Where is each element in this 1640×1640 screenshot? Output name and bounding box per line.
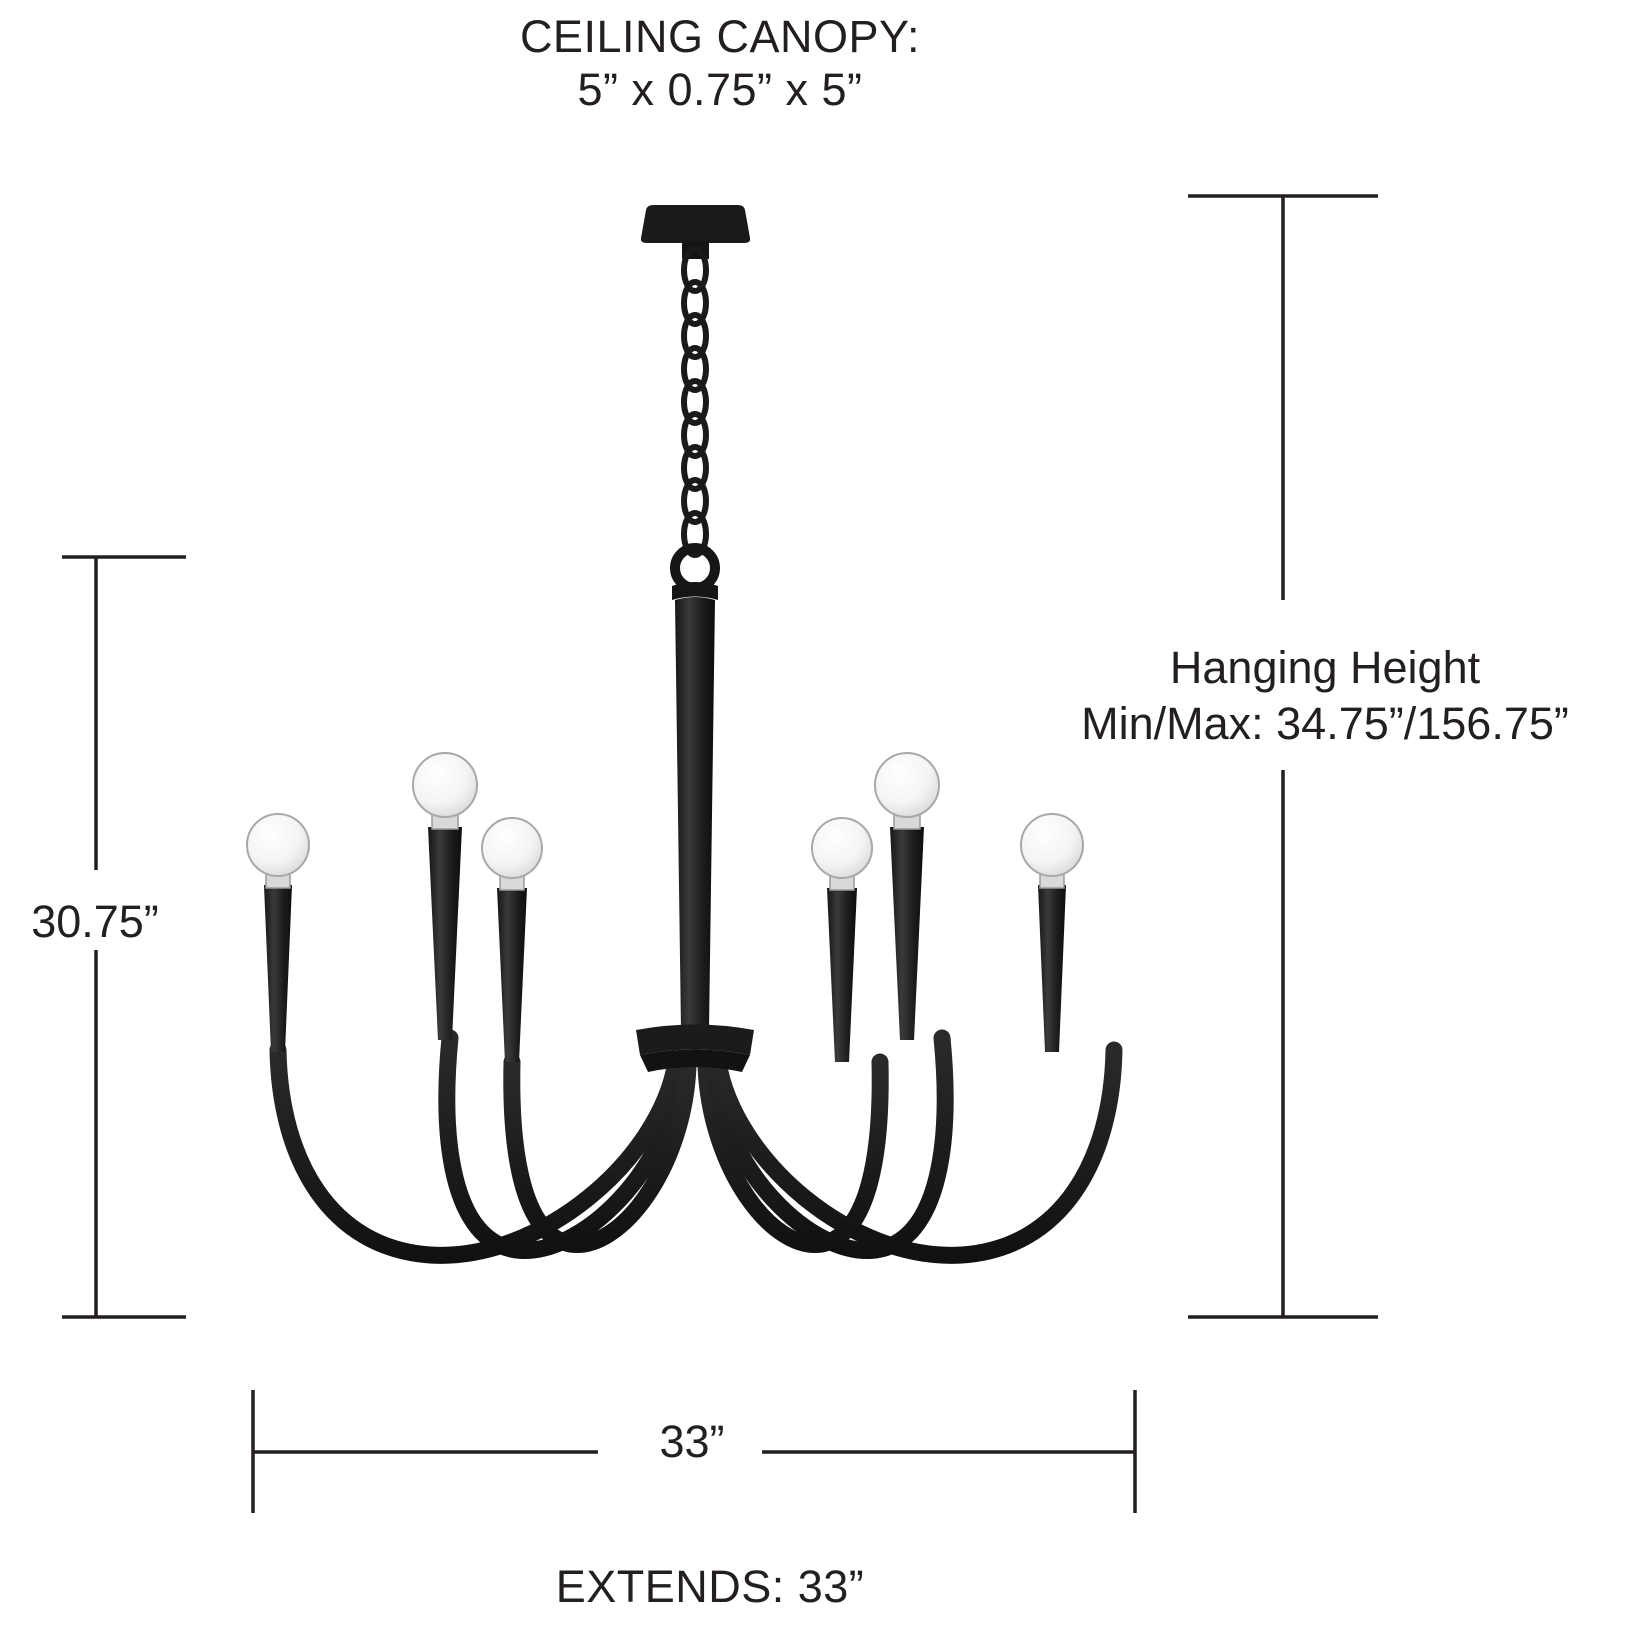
bulb-1 — [246, 813, 310, 889]
hanging-height-label: Hanging Height Min/Max: 34.75”/156.75” — [1081, 642, 1569, 750]
socket-2 — [428, 827, 462, 1040]
arm-left-3 — [503, 1053, 697, 1253]
arm-left-2 — [438, 1029, 691, 1259]
ceiling-canopy-label: CEILING CANOPY: 5” x 0.75” x 5” — [519, 11, 921, 116]
bulb-5 — [874, 752, 940, 830]
arm-right-1 — [709, 1041, 1123, 1264]
socket-3 — [497, 888, 527, 1062]
socket-4 — [827, 888, 857, 1062]
bulb-2 — [412, 752, 478, 830]
bulb-4 — [811, 817, 873, 891]
socket-1 — [264, 885, 292, 1052]
center-column — [672, 582, 718, 1030]
socket-6 — [1038, 885, 1066, 1052]
overall-height-label: 30.75” — [31, 896, 159, 947]
arm-right-2 — [703, 1029, 954, 1259]
overall-width-label: 33” — [600, 1415, 784, 1469]
candle-sockets — [264, 827, 1066, 1062]
arm-hub — [636, 1024, 754, 1072]
hanging-chain — [681, 246, 709, 558]
arm-left-1 — [269, 1041, 685, 1264]
bulb-6 — [1020, 813, 1084, 889]
bulb-3 — [481, 817, 543, 891]
chandelier-arms — [269, 1029, 1123, 1264]
light-bulbs — [246, 752, 1084, 891]
extends-label: EXTENDS: 33” — [555, 1561, 865, 1612]
socket-5 — [890, 827, 924, 1040]
